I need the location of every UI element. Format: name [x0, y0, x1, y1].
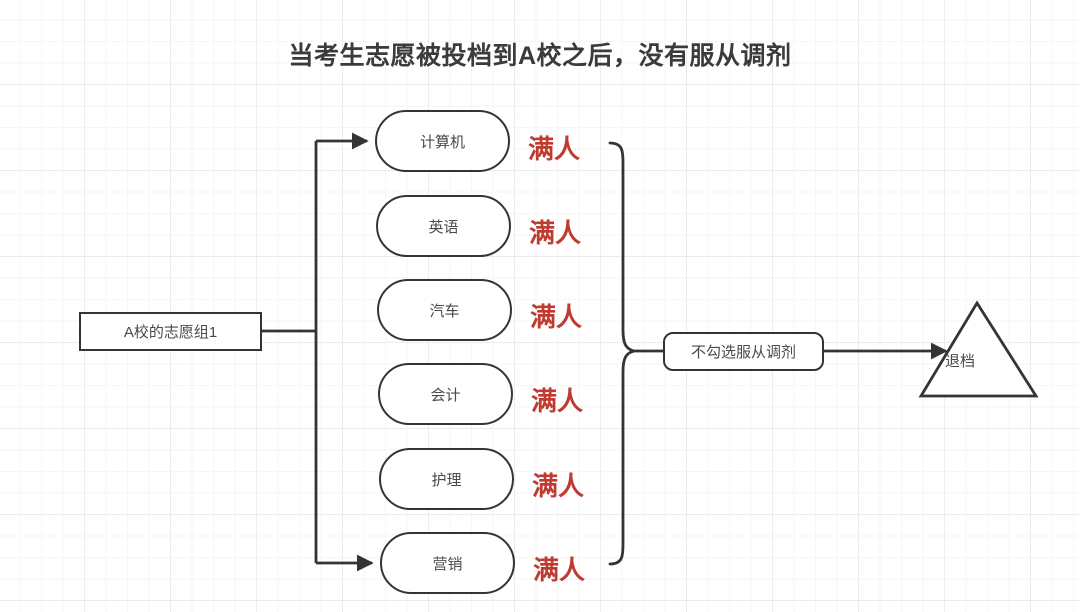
status-badge-full-1: 满人 — [529, 218, 582, 248]
source-node-label: A校的志愿组1 — [123, 324, 218, 341]
decision-node-no-obey-adjustment[interactable]: 不勾选服从调剂 — [663, 332, 824, 371]
major-node-automobile[interactable]: 汽车 — [377, 279, 512, 341]
major-node-nursing[interactable]: 护理 — [379, 448, 514, 510]
major-node-english[interactable]: 英语 — [376, 195, 511, 257]
major-node-label: 计算机 — [419, 133, 465, 151]
major-node-label: 会计 — [430, 386, 461, 404]
outcome-triangle-shape — [918, 300, 1039, 398]
decision-node-label: 不勾选服从调剂 — [690, 344, 796, 361]
outcome-node-label: 退档 — [945, 353, 976, 370]
source-node-a-school-group1[interactable]: A校的志愿组1 — [79, 312, 262, 351]
major-node-label: 营销 — [432, 555, 463, 573]
status-badge-full-2: 满人 — [530, 302, 583, 332]
major-node-marketing[interactable]: 营销 — [380, 532, 515, 594]
major-node-computer[interactable]: 计算机 — [375, 110, 510, 172]
status-badge-full-4: 满人 — [532, 471, 585, 501]
major-node-label: 护理 — [431, 471, 462, 489]
major-node-label: 英语 — [428, 218, 459, 236]
status-badge-full-3: 满人 — [531, 386, 584, 416]
status-badge-full-0: 满人 — [528, 134, 581, 164]
page-title: 当考生志愿被投档到A校之后，没有服从调剂 — [288, 42, 792, 70]
major-node-accounting[interactable]: 会计 — [378, 363, 513, 425]
major-node-label: 汽车 — [429, 302, 460, 320]
grouping-brace — [608, 141, 635, 566]
status-badge-full-5: 满人 — [533, 555, 586, 585]
